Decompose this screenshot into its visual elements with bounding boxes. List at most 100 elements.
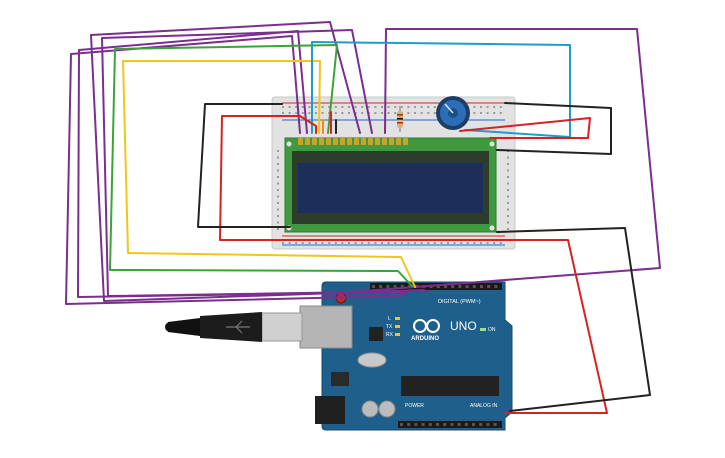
wire-purple[interactable] [101,29,431,297]
usb-chip [369,327,383,341]
breadboard-hole [277,228,279,230]
breadboard-hole [361,112,364,114]
breadboard-hole [507,169,509,172]
breadboard-hole [486,112,489,114]
header-pin [450,423,454,426]
usb-cable-end [165,322,175,332]
led-tx-label: TX [386,324,393,330]
breadboard-hole [480,112,482,114]
breadboard-hole [288,242,291,244]
breadboard-hole [427,242,430,244]
lcd-module[interactable] [284,137,497,233]
header-pin [428,423,432,426]
breadboard-hole [486,106,489,108]
lcd-pin [354,138,359,145]
breadboard-hole [277,221,279,224]
breadboard-hole [334,112,337,114]
breadboard-hole [507,176,509,178]
header-pin [400,423,403,426]
wire-black[interactable] [496,102,612,155]
header-pin [486,423,490,426]
breadboard-hole [295,112,298,114]
lcd-pin [340,138,345,145]
model-label: UNO [450,319,477,333]
breadboard-hole [354,106,357,108]
breadboard-hole [507,228,509,230]
breadboard-hole [420,242,423,244]
breadboard-hole [427,112,430,114]
wire-black[interactable] [197,103,291,228]
usb-cable[interactable] [165,312,303,342]
breadboard-hole [308,242,311,244]
lcd-mount-hole [286,141,292,147]
wire-purple[interactable] [349,28,661,293]
usb-port [299,305,353,349]
breadboard-hole [433,242,436,244]
breadboard-hole [277,169,279,172]
breadboard-hole [507,163,509,165]
breadboard-hole [277,215,279,217]
breadboard-hole [440,242,443,244]
breadboard-hole [361,242,364,244]
breadboard-hole [295,242,298,244]
on-label: ON [488,327,496,333]
breadboard-hole [473,112,476,114]
header-strip [370,283,502,290]
lcd-mount-hole [489,141,495,147]
header-pin [479,423,483,426]
wire-yellow[interactable] [122,60,416,288]
breadboard-hole [354,242,357,244]
header-pin [393,285,397,288]
breadboard-hole [480,242,482,244]
header-pin [443,423,447,426]
usb-cable-plug [261,312,303,342]
resistor-band [397,114,403,116]
lcd-pin [361,138,366,145]
lcd-pin-header [298,138,408,145]
wire-green[interactable] [109,44,413,287]
lcd-pin [347,138,352,145]
breadboard-hole [301,242,304,244]
breadboard-hole [480,106,482,108]
resistor-band [397,122,403,124]
wire-red[interactable] [459,117,591,139]
breadboard-hole [433,106,436,108]
breadboard-hole [301,106,304,108]
lcd-screen [298,163,483,213]
breadboard-hole [507,215,509,217]
breadboard-hole [507,182,509,185]
wire-blue[interactable] [311,41,571,138]
breadboard-hole [486,242,489,244]
breadboard-hole [367,242,370,244]
header-pin [480,285,483,288]
led-l-label: L [388,316,391,322]
potentiometer[interactable] [436,96,470,130]
breadboard-hole [420,106,423,108]
breadboard-hole [407,112,410,114]
breadboard-hole [321,106,324,108]
lcd-mount-hole [489,225,495,231]
wire-purple[interactable] [65,35,411,305]
lcd-pin [333,138,338,145]
breadboard-hole [407,106,410,108]
breadboard-hole [499,106,502,108]
breadboard-hole [341,242,344,244]
header-pin [487,285,491,288]
wire-purple[interactable] [90,21,425,302]
breadboard-hole [315,106,317,108]
breadboard-hole [473,242,476,244]
breadboard-hole [288,112,291,114]
breadboard-hole [394,112,397,114]
breadboard-hole [361,106,364,108]
capacitor [378,400,396,418]
wire-red[interactable] [219,115,608,414]
wire-black[interactable] [496,227,651,412]
header-pin [372,285,375,288]
breadboard-hole [414,242,416,244]
resistor[interactable] [397,106,403,132]
breadboard-hole [493,112,496,114]
arduino-uno[interactable]: L TX RX ON DIGITAL (PWM~) ARDUINO UNO PO… [299,281,513,431]
led-rx [395,333,400,336]
breadboard-hole [277,202,279,204]
